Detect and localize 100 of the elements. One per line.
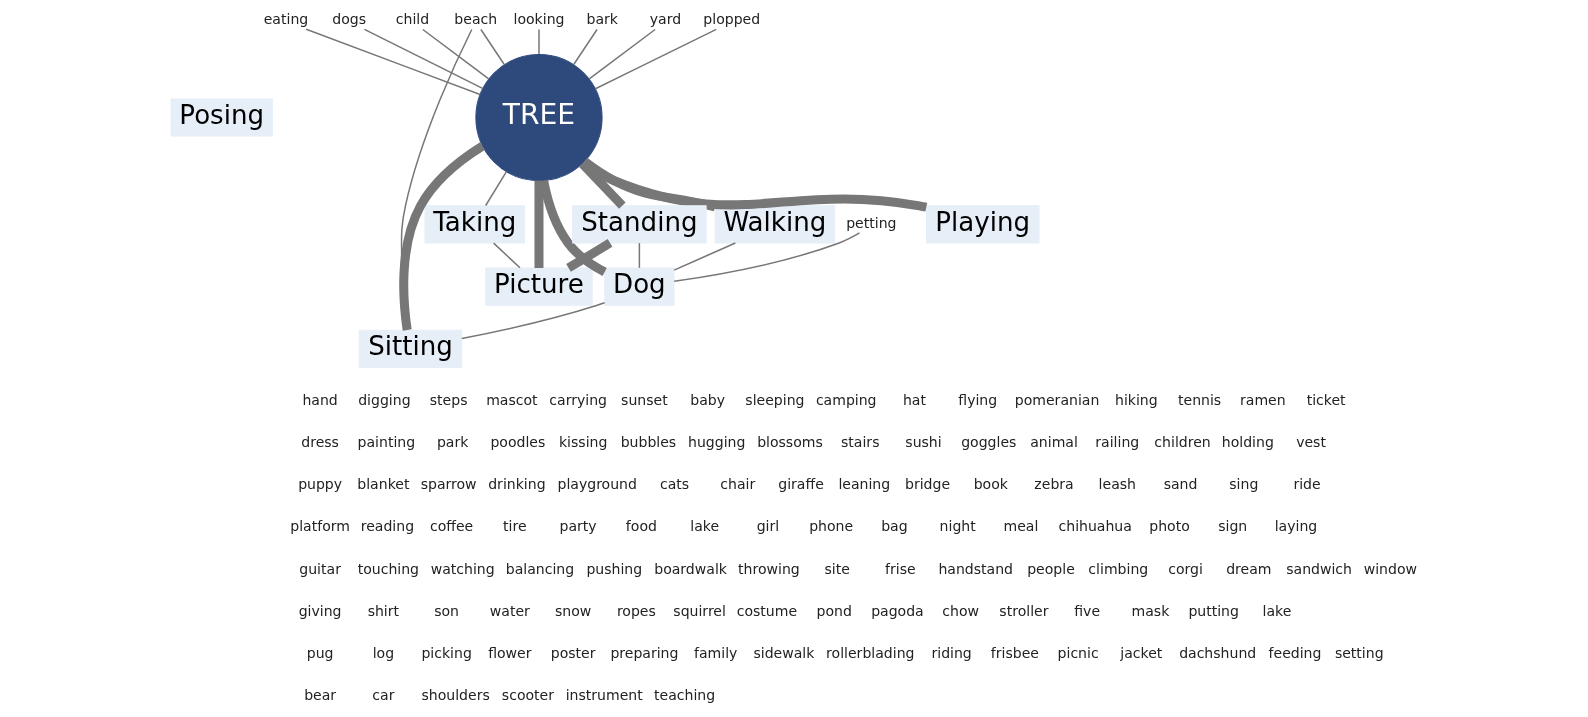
label: sparrow (420, 476, 477, 493)
label: lake (1262, 602, 1291, 619)
label: hand (301, 391, 338, 408)
label: railing (1094, 433, 1139, 450)
label: hugging (687, 433, 745, 450)
label: poodles (489, 433, 545, 450)
label: guitar (298, 560, 341, 577)
label: reading (360, 518, 414, 535)
label: sunset (620, 391, 668, 408)
label: throwing (737, 560, 800, 577)
label: climbing (1087, 560, 1148, 577)
label: dress (300, 433, 339, 450)
label: frisbee (990, 644, 1039, 661)
connector (479, 28, 505, 65)
label: cats (659, 476, 689, 493)
label: sign (1217, 518, 1247, 535)
label: bag (880, 518, 908, 535)
connector (578, 160, 626, 209)
label: goggles (960, 433, 1016, 450)
label: leaning (837, 476, 890, 493)
label: ticket (1306, 391, 1346, 408)
label: pond (815, 602, 852, 619)
label: stroller (998, 602, 1048, 619)
label: blanket (356, 476, 409, 493)
node-box: Dog (603, 267, 674, 306)
label: touching (357, 560, 419, 577)
node-box: Sitting (358, 329, 462, 368)
connector (460, 301, 605, 340)
label: playground (556, 476, 637, 493)
connector (398, 142, 485, 331)
label: sleeping (744, 391, 804, 408)
label: stairs (840, 433, 879, 450)
label: putting (1187, 602, 1239, 619)
label: ropes (616, 602, 656, 619)
label: chihuahua (1058, 518, 1132, 535)
label: rollerblading (825, 644, 914, 661)
label: pushing (585, 560, 642, 577)
label: water (489, 602, 530, 619)
node-text: beach (453, 11, 497, 28)
connector (572, 28, 598, 65)
connector (580, 158, 927, 212)
label: family (693, 644, 737, 661)
label: night (939, 518, 976, 535)
label: balancing (505, 560, 574, 577)
label: children (1153, 433, 1211, 450)
connector (672, 242, 736, 271)
label: squirrel (672, 602, 726, 619)
connector (533, 180, 543, 269)
connector (492, 242, 521, 269)
label: frise (884, 560, 916, 577)
label: bubbles (620, 433, 676, 450)
label: instrument (565, 687, 643, 703)
node-text: looking (513, 11, 564, 28)
connector (638, 242, 640, 269)
node-text: child (395, 11, 429, 28)
node-box: Playing (925, 205, 1039, 244)
label: leash (1098, 476, 1136, 493)
label: poster (550, 644, 595, 661)
label: ride (1292, 476, 1321, 493)
label: mask (1131, 602, 1169, 619)
label: zebra (1033, 476, 1074, 493)
label: dachshund (1178, 644, 1256, 661)
label: painting (357, 433, 415, 450)
label: camping (815, 391, 877, 408)
label: ramen (1239, 391, 1286, 408)
label: giraffe (777, 476, 824, 493)
node-box: Walking (714, 205, 835, 244)
label: chow (941, 602, 979, 619)
node-box: Picture (484, 267, 593, 306)
node-box: Taking (424, 205, 525, 244)
label: corgi (1167, 560, 1203, 577)
label: meal (1002, 518, 1038, 535)
label: bridge (904, 476, 950, 493)
label: girl (756, 518, 779, 535)
label: steps (429, 391, 467, 408)
label: park (436, 433, 468, 450)
label: dream (1225, 560, 1271, 577)
label: party (559, 518, 597, 535)
label: site (823, 560, 850, 577)
connector (672, 232, 860, 283)
connector (588, 28, 656, 80)
label: mascot (485, 391, 538, 408)
label: tire (502, 518, 527, 535)
connector (305, 28, 481, 96)
node-text: yard (649, 11, 681, 28)
label: people (1026, 560, 1075, 577)
connector (537, 28, 540, 55)
label: puppy (297, 476, 342, 493)
label: vest (1295, 433, 1326, 450)
label: sandwich (1285, 560, 1352, 577)
label: animal (1029, 433, 1078, 450)
label: watching (430, 560, 495, 577)
label: setting (1334, 644, 1384, 661)
label: tennis (1177, 391, 1221, 408)
label: car (371, 687, 394, 703)
label: lake (689, 518, 719, 535)
label: chair (719, 476, 755, 493)
connector (594, 28, 717, 90)
connector (484, 171, 507, 207)
label: bear (303, 687, 336, 703)
